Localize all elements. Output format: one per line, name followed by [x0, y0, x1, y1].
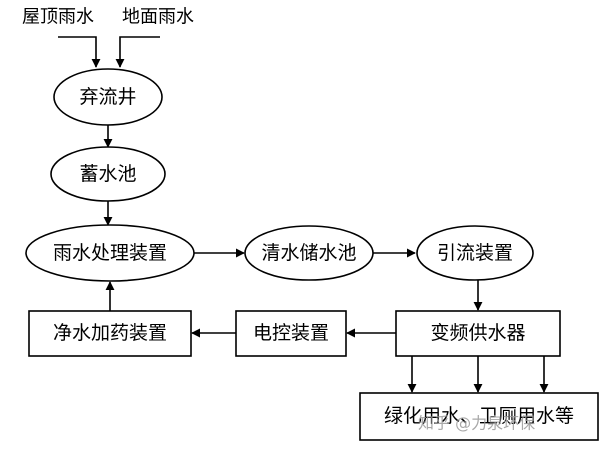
node-vfd-water-supply-label: 变频供水器: [430, 322, 525, 344]
node-dosing-device-label: 净水加药装置: [53, 322, 167, 344]
node-control-device-label: 电控装置: [253, 322, 329, 344]
node-dosing-device: [28, 310, 192, 357]
node-storage-pool-label: 蓄水池: [79, 163, 136, 185]
node-drainage-device-label: 引流装置: [437, 242, 513, 264]
node-clear-water-pool-label: 清水储水池: [261, 242, 356, 264]
node-control-device: [235, 310, 347, 357]
node-end-use: [359, 392, 599, 441]
watermark: 知乎 @力泉环保: [418, 414, 535, 433]
source-roof-rain-label: 屋顶雨水: [22, 7, 94, 28]
node-rain-treatment-label: 雨水处理装置: [53, 242, 167, 264]
ground-rain-connector: [115, 36, 160, 68]
source-ground-rain-label: 地面雨水: [122, 7, 194, 28]
node-drainage-device: [416, 225, 534, 281]
node-diversion-well-label: 弃流井: [79, 86, 136, 108]
roof-rain-connector: [58, 36, 101, 68]
node-end-use-label: 绿化用水、卫厕用水等: [384, 405, 574, 427]
